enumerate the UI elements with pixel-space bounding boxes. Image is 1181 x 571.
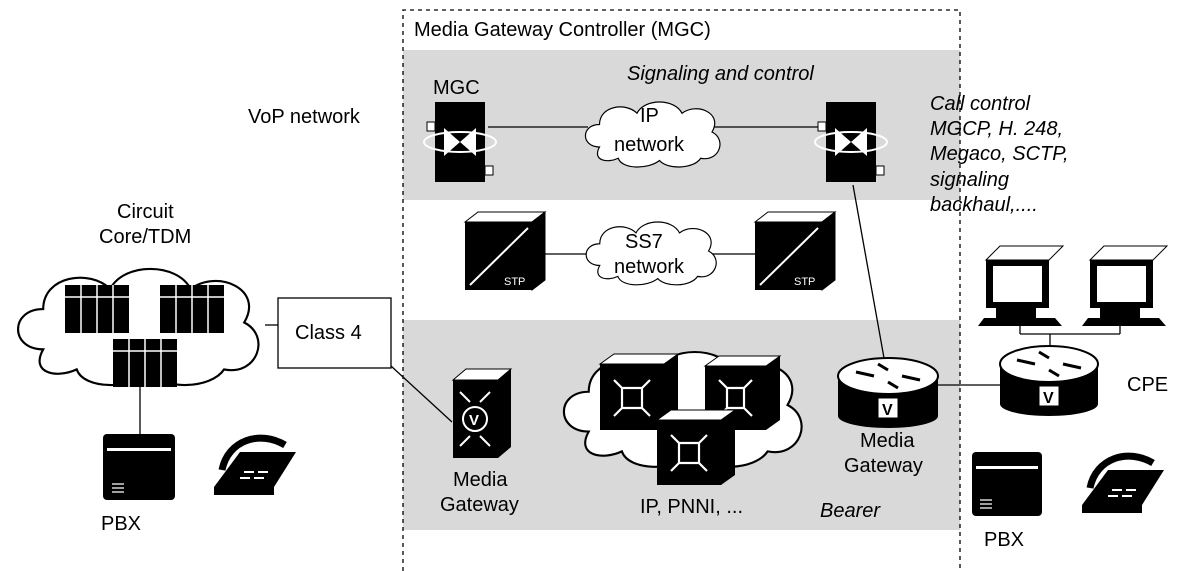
atm-switch-icon-1 <box>598 353 680 430</box>
call-control-line-4: signaling <box>930 169 1009 191</box>
circuit-core-label-1: Circuit <box>117 201 174 223</box>
class4-to-gateway-link <box>390 365 453 423</box>
stp-icon-left: STP <box>463 210 547 292</box>
signaling-caption: Signaling and control <box>627 63 814 85</box>
media-gateway-right-label-1: Media <box>860 430 915 452</box>
mgc-switch-icon-left <box>423 102 497 182</box>
atm-switch-icon-3 <box>655 409 737 485</box>
mgc-switch-icon-right <box>814 102 888 182</box>
media-gateway-router-mark: V <box>882 402 893 419</box>
stp-label-left: STP <box>504 276 525 288</box>
mgc-to-gateway-link <box>852 184 885 359</box>
bearer-caption: Bearer <box>820 500 881 522</box>
pbx-icon-right <box>972 452 1042 516</box>
stp-icon-right: STP <box>753 210 837 292</box>
media-gateway-left-label-2: Gateway <box>440 494 519 516</box>
cpe-label: CPE <box>1127 374 1168 396</box>
class4-label: Class 4 <box>295 322 362 344</box>
mgc-box-title: Media Gateway Controller (MGC) <box>414 19 711 41</box>
pbx-label-right: PBX <box>984 529 1024 551</box>
telephone-icon-right <box>1082 452 1164 513</box>
ss7-network-label-2: network <box>614 256 685 278</box>
class4-box <box>277 297 392 369</box>
mgc-label: MGC <box>433 77 480 99</box>
router-icon-cpe: V <box>999 345 1099 416</box>
ss7-network-label-1: SS7 <box>625 231 663 253</box>
computer-icon-2 <box>1082 245 1169 326</box>
telephone-icon-left <box>214 434 296 495</box>
ip-network-label-2: network <box>614 134 685 156</box>
media-gateway-right-label-2: Gateway <box>844 455 923 477</box>
circuit-core-label-2: Core/TDM <box>99 226 191 248</box>
media-gateway-left-label-1: Media <box>453 469 508 491</box>
svg-text:V: V <box>469 412 479 429</box>
mgc-dashed-border <box>402 9 961 571</box>
pbx-label-left: PBX <box>101 513 141 535</box>
atm-switch-icon-2 <box>703 355 782 430</box>
cpe-router-mark: V <box>1043 390 1054 407</box>
router-icon-media-gateway: V <box>837 357 939 428</box>
call-control-line-1: Call control <box>930 93 1031 115</box>
media-gateway-icon-left: V <box>451 368 513 458</box>
tdm-switch-icon-2 <box>160 285 224 333</box>
bearer-cloud-label: IP, PNNI, ... <box>640 496 743 518</box>
call-control-line-3: Megaco, SCTP, <box>930 143 1069 165</box>
ip-network-label-1: IP <box>640 105 659 127</box>
pbx-icon-left <box>103 434 175 500</box>
tdm-switch-icon-1 <box>65 285 129 333</box>
call-control-line-2: MGCP, H. 248, <box>930 118 1063 140</box>
tdm-switch-icon-3 <box>113 339 177 387</box>
call-control-line-5: backhaul,.... <box>930 194 1038 216</box>
stp-label-right: STP <box>794 276 815 288</box>
vop-network-label: VoP network <box>248 106 361 128</box>
computer-icon-1 <box>978 245 1065 326</box>
